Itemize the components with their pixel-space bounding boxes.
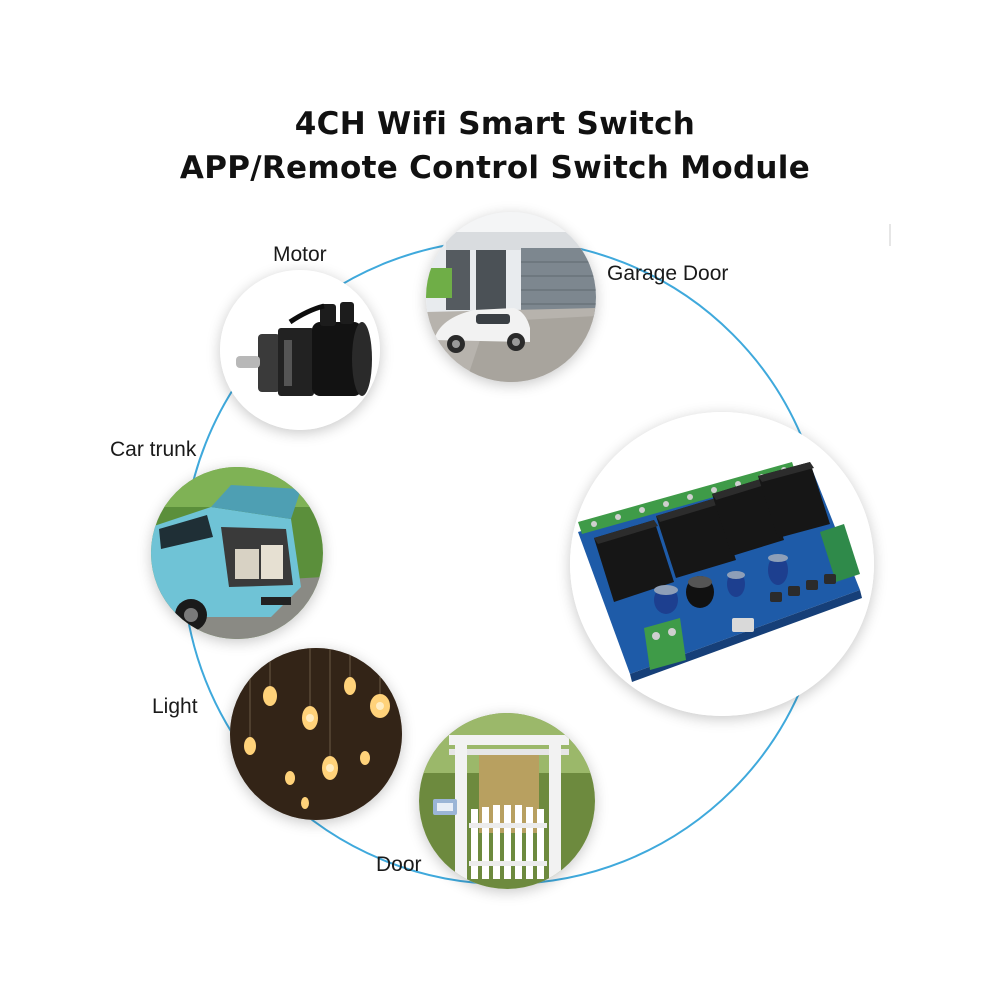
edge-mark: [889, 224, 891, 246]
door-bubble: [419, 713, 595, 889]
label-door: Door: [376, 853, 422, 876]
label-garage-door: Garage Door: [607, 262, 729, 285]
car-trunk-bubble: [151, 467, 323, 639]
garden-gate-icon: [419, 713, 595, 889]
label-car-trunk: Car trunk: [110, 438, 197, 461]
motor-bubble: [220, 270, 380, 430]
garage-door-icon: [426, 212, 596, 382]
title-line-1: 4CH Wifi Smart Switch: [294, 106, 696, 142]
title-line-2: APP/Remote Control Switch Module: [179, 150, 811, 186]
relay-module-bubble: [570, 412, 874, 716]
servo-motor-icon: [220, 270, 380, 430]
car-trunk-icon: [151, 467, 323, 639]
light-bubble: [230, 648, 402, 820]
label-light: Light: [152, 695, 198, 718]
garage-door-bubble: [426, 212, 596, 382]
relay-module-icon: [570, 412, 874, 716]
label-motor: Motor: [273, 243, 327, 266]
light-bulbs-icon: [230, 648, 402, 820]
page-title: 4CH Wifi Smart Switch APP/Remote Control…: [0, 102, 990, 190]
